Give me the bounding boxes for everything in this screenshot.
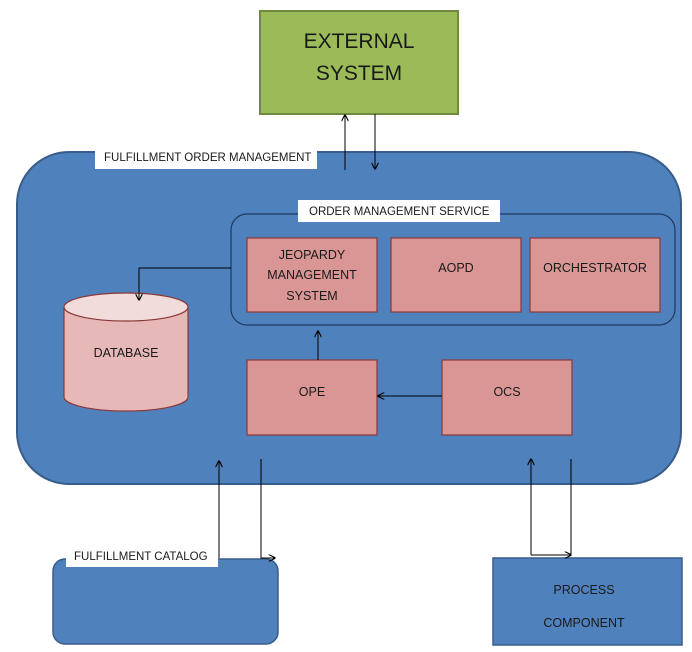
jeopardy-label-line3: SYSTEM <box>286 289 337 303</box>
connectors <box>139 114 571 558</box>
jeopardy-management-system-box: JEOPARDY MANAGEMENT SYSTEM <box>246 237 378 313</box>
ope-box: OPE <box>246 359 378 436</box>
jeopardy-label-line1: JEOPARDY <box>279 248 346 262</box>
database-label: DATABASE <box>94 346 159 360</box>
arrow-fom-to-catalog <box>260 459 275 558</box>
process-component-box: PROCESS COMPONENT <box>492 557 683 646</box>
order-management-service-label-bg <box>298 200 500 222</box>
process-component-label-line1: PROCESS <box>553 583 614 597</box>
ocs-box: OCS <box>441 359 573 436</box>
fulfillment-catalog-label: FULFILLMENT CATALOG <box>74 551 208 563</box>
ocs-label: OCS <box>493 385 520 399</box>
external-system-label-line2: SYSTEM <box>316 62 402 85</box>
jeopardy-label-line2: MANAGEMENT <box>267 268 357 282</box>
orchestrator-label: ORCHESTRATOR <box>543 261 647 275</box>
aopd-label: AOPD <box>438 261 473 275</box>
process-component-label-line2: COMPONENT <box>543 616 625 630</box>
fulfillment-catalog-box: FULFILLMENT CATALOG <box>52 545 279 645</box>
fulfillment-catalog-label-bg <box>66 545 218 567</box>
aopd-box: AOPD <box>390 237 522 313</box>
external-system-label-line1: EXTERNAL <box>304 30 415 53</box>
database-cylinder: DATABASE <box>63 292 189 412</box>
fulfillment-order-management-label-bg <box>95 147 317 169</box>
ope-label: OPE <box>299 385 325 399</box>
external-system-box: EXTERNAL SYSTEM <box>259 10 459 115</box>
orchestrator-box: ORCHESTRATOR <box>529 237 661 313</box>
fulfillment-order-management-label: FULFILLMENT ORDER MANAGEMENT <box>104 152 311 164</box>
order-management-service-label: ORDER MANAGEMENT SERVICE <box>309 206 490 218</box>
arrow-oms-to-database <box>139 267 231 300</box>
